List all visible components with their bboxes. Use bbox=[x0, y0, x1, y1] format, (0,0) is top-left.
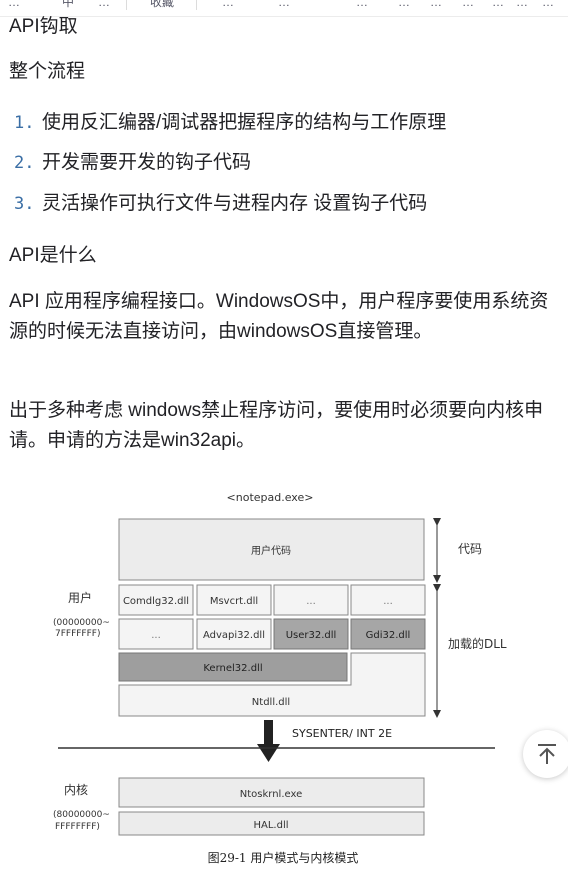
code-label: 代码 bbox=[458, 542, 482, 556]
toolbar-item[interactable]: … bbox=[542, 0, 554, 9]
section-heading: 整个流程 bbox=[9, 61, 86, 82]
list-number: 1. bbox=[14, 113, 35, 133]
dll-box-highlighted bbox=[273, 618, 349, 650]
list-number: 3. bbox=[14, 194, 35, 214]
paragraph: API 应用程序编程接口。WindowsOS中，用户程序要使用系统资源的时候无法… bbox=[9, 291, 549, 342]
toolbar-item[interactable]: … bbox=[492, 0, 504, 9]
section-heading: API是什么 bbox=[9, 245, 97, 266]
dll-label: Comdlg32.dll bbox=[123, 596, 189, 607]
toolbar-item[interactable]: … bbox=[356, 0, 368, 9]
dll-label: Advapi32.dll bbox=[203, 630, 265, 641]
user-mode-label: 用户 bbox=[68, 590, 92, 605]
toolbar-item[interactable]: … bbox=[222, 0, 234, 9]
toolbar-divider bbox=[126, 0, 127, 10]
dll-box bbox=[350, 584, 426, 616]
dll-label: Gdi32.dll bbox=[366, 630, 411, 641]
dll-box bbox=[196, 618, 272, 650]
loaded-dll-label: 加载的DLL bbox=[448, 636, 507, 651]
toolbar-item[interactable]: … bbox=[430, 0, 442, 9]
dll-box bbox=[273, 584, 349, 616]
list-text: 使用反汇编器/调试器把握程序的结构与工作原理 bbox=[42, 112, 447, 133]
kernel32-box bbox=[118, 652, 348, 682]
dll-box-highlighted bbox=[350, 618, 426, 650]
ntoskrnl-box bbox=[118, 777, 425, 808]
dll-box bbox=[196, 584, 272, 616]
ntoskrnl-label: Ntoskrnl.exe bbox=[240, 789, 303, 800]
dll-box bbox=[118, 584, 194, 616]
list-item: 2. 开发需要开发的钩子代码 bbox=[14, 148, 554, 178]
syscall-arrow-shaft bbox=[264, 720, 273, 746]
kernel-mode-label: 内核 bbox=[64, 783, 88, 797]
list-number: 2. bbox=[14, 153, 35, 173]
syscall-arrow-head bbox=[257, 744, 280, 762]
toolbar-item[interactable]: … bbox=[516, 0, 528, 9]
article-heading: API钩取 bbox=[9, 16, 78, 37]
hal-label: HAL.dll bbox=[253, 820, 288, 831]
kernel-address-range: FFFFFFFF) bbox=[55, 822, 100, 832]
ntdll-box bbox=[118, 652, 426, 717]
list-text: 灵活操作可执行文件与进程内存 设置钩子代码 bbox=[42, 193, 428, 214]
kernel32-label: Kernel32.dll bbox=[203, 663, 262, 674]
ntdll-label: Ntdll.dll bbox=[252, 697, 290, 708]
toolbar-item[interactable]: 中 bbox=[62, 0, 75, 9]
user-code-label: 用户代码 bbox=[251, 544, 291, 557]
toolbar-item[interactable]: … bbox=[8, 0, 20, 9]
kernel-address-range: (80000000~ bbox=[53, 810, 110, 820]
list-text: 开发需要开发的钩子代码 bbox=[42, 152, 252, 173]
user-code-block bbox=[118, 518, 425, 581]
editor-toolbar: … 中 … 收藏 … … … … … … … … … bbox=[0, 0, 568, 17]
paragraph: 出于多种考虑 windows禁止程序访问，要使用时必须要向内核申请。申请的方法是… bbox=[9, 400, 544, 451]
user-address-range: (00000000~ bbox=[53, 618, 110, 628]
user-address-range: 7FFFFFFF) bbox=[55, 629, 100, 639]
dll-label: ... bbox=[151, 630, 161, 641]
arrow-up-to-top-icon bbox=[535, 742, 559, 766]
dll-label: Msvcrt.dll bbox=[210, 596, 258, 607]
toolbar-item[interactable]: … bbox=[398, 0, 410, 9]
hal-box bbox=[118, 811, 425, 836]
back-to-top-button[interactable] bbox=[523, 730, 568, 778]
dll-label: User32.dll bbox=[286, 630, 337, 641]
sysenter-label: SYSENTER/ INT 2E bbox=[292, 727, 392, 740]
toolbar-item[interactable]: … bbox=[278, 0, 290, 9]
dll-label: ... bbox=[383, 596, 393, 607]
list-item: 3. 灵活操作可执行文件与进程内存 设置钩子代码 bbox=[14, 189, 554, 219]
dll-box bbox=[118, 618, 194, 650]
toolbar-divider bbox=[196, 0, 197, 10]
dll-label: ... bbox=[306, 596, 316, 607]
list-item: 1. 使用反汇编器/调试器把握程序的结构与工作原理 bbox=[14, 108, 554, 138]
toolbar-item[interactable]: … bbox=[98, 0, 110, 9]
architecture-figure: <notepad.exe> 用户代码 代码 加载的DLL 用户 (0000000… bbox=[50, 478, 520, 878]
figure-caption: 图29-1 用户模式与内核模式 bbox=[208, 850, 359, 865]
process-name-label: <notepad.exe> bbox=[227, 491, 314, 504]
toolbar-item[interactable]: 收藏 bbox=[150, 0, 175, 9]
toolbar-item[interactable]: … bbox=[462, 0, 474, 9]
architecture-diagram: <notepad.exe> 用户代码 代码 加载的DLL 用户 (0000000… bbox=[53, 491, 507, 865]
